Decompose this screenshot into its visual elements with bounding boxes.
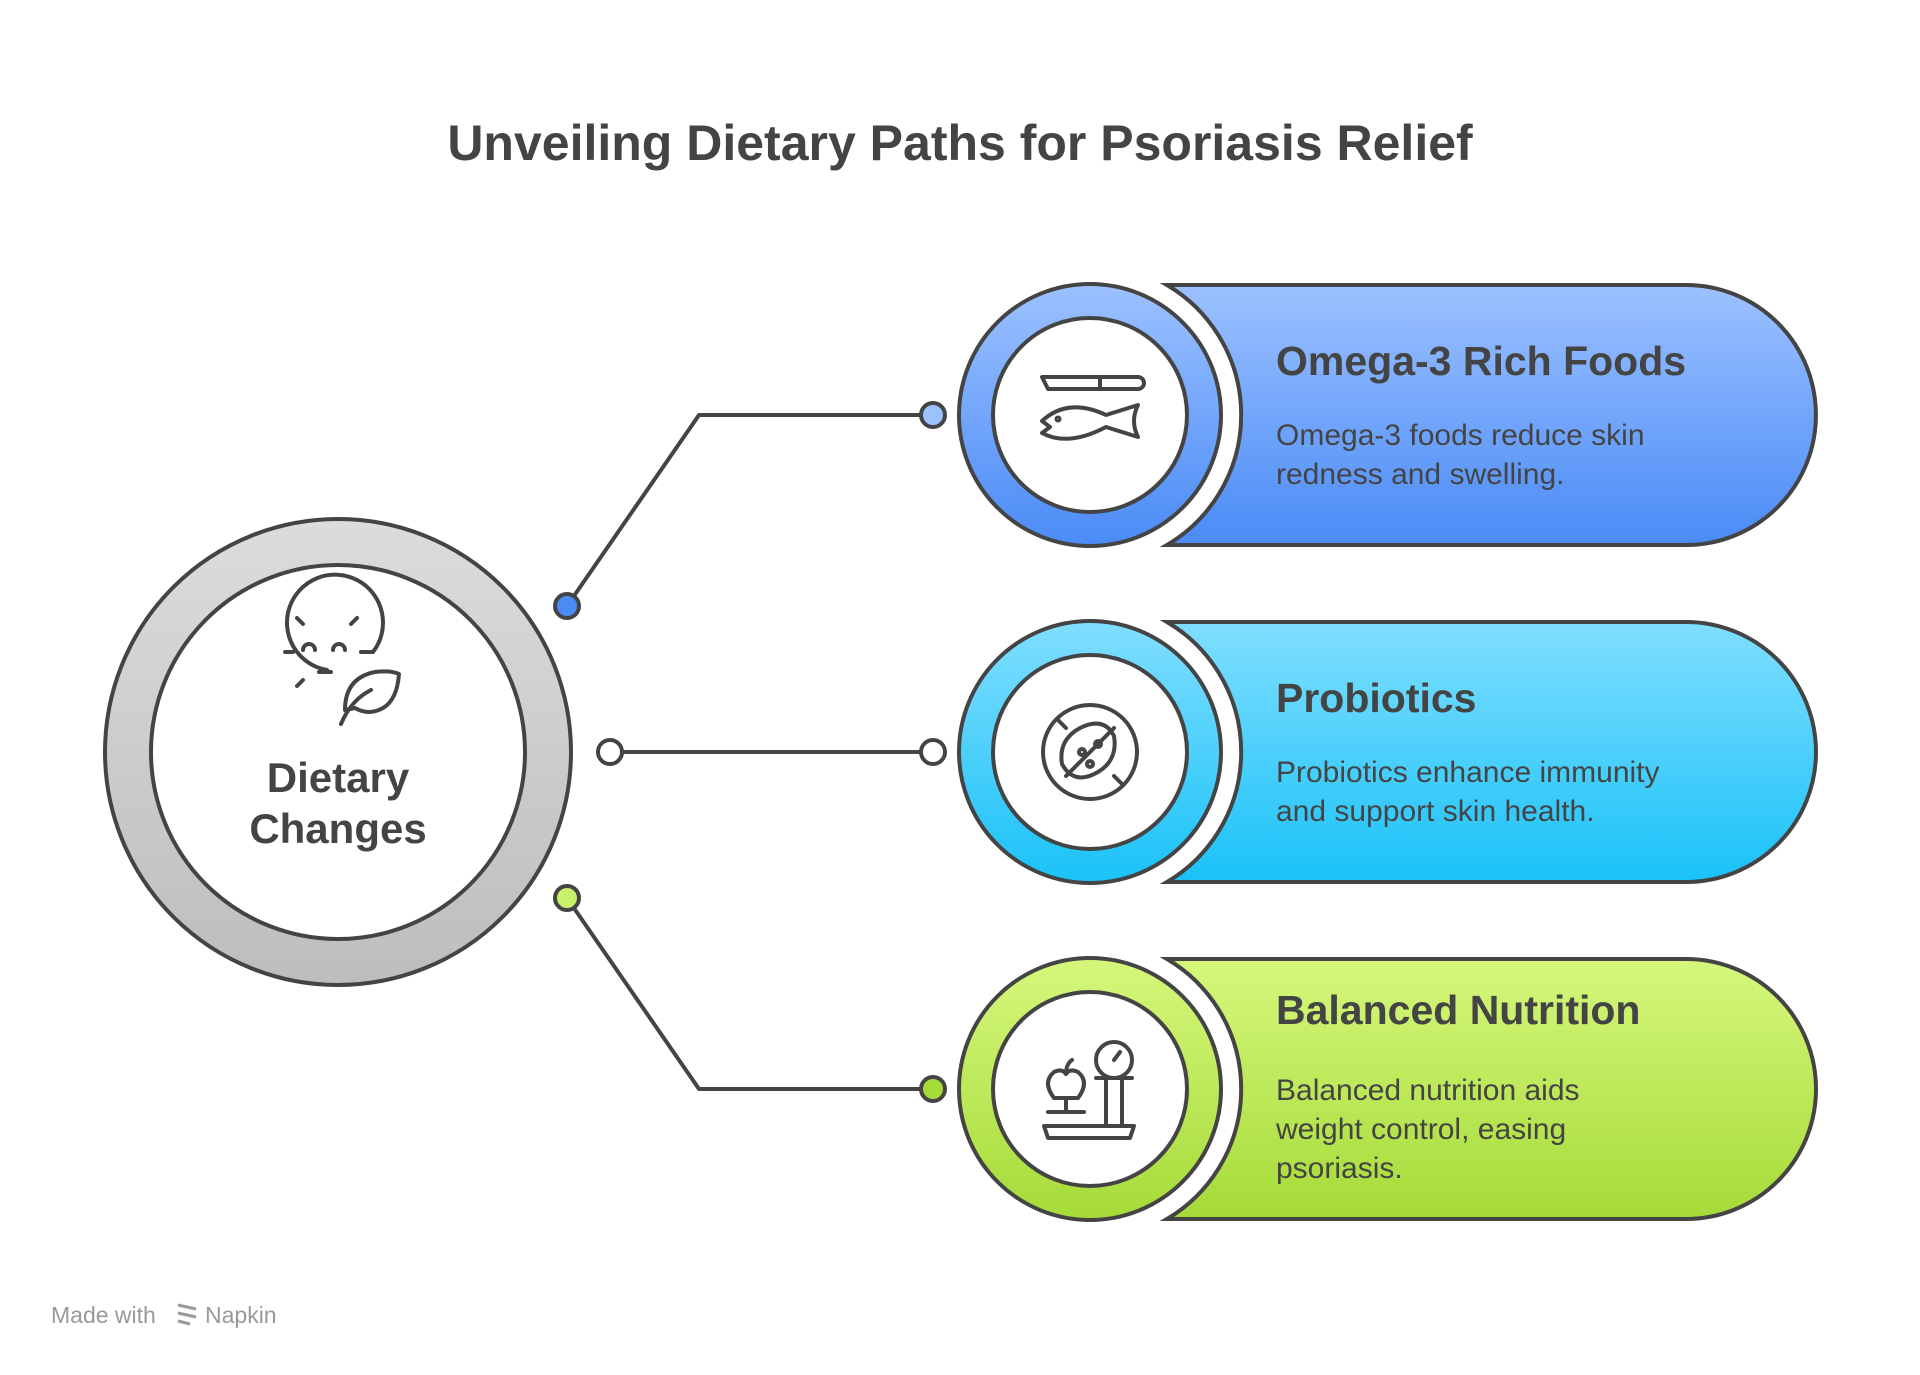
item-desc-line: Omega-3 foods reduce skin: [1276, 419, 1645, 452]
made-with-label: Made with: [51, 1302, 156, 1328]
connectors: [553, 401, 947, 1103]
connector-dot: [596, 738, 624, 766]
connector-dot: [919, 738, 947, 766]
item-title: Probiotics: [1276, 675, 1476, 721]
page-title: Unveiling Dietary Paths for Psoriasis Re…: [447, 115, 1473, 171]
center-label-line2: Changes: [249, 805, 426, 852]
item-desc-line: psoriasis.: [1276, 1152, 1403, 1185]
item-desc-line: redness and swelling.: [1276, 458, 1565, 491]
item-desc-line: and support skin health.: [1276, 795, 1595, 828]
item-balanced-nutrition: Balanced Nutrition Balanced nutrition ai…: [957, 956, 1818, 1222]
item-desc-line: weight control, easing: [1275, 1113, 1566, 1146]
bacteria-icon: [1041, 703, 1139, 801]
center-label-line1: Dietary: [267, 754, 410, 801]
item-desc-line: Balanced nutrition aids: [1276, 1074, 1580, 1107]
item-desc-line: Probiotics enhance immunity: [1276, 756, 1660, 789]
face-leaf-icon: [283, 572, 401, 726]
footer-attribution[interactable]: Made with Napkin: [51, 1302, 277, 1328]
napkin-logo-icon: [177, 1303, 197, 1326]
item-probiotics: Probiotics Probiotics enhance immunity a…: [957, 619, 1818, 885]
connector-line-nutrition: [565, 896, 935, 1091]
connector-dot: [553, 592, 581, 620]
connector-dot: [919, 1075, 947, 1103]
item-title: Balanced Nutrition: [1276, 987, 1640, 1033]
connector-line-omega: [565, 413, 935, 608]
connector-dot: [553, 884, 581, 912]
fish-icon: [1040, 375, 1146, 441]
connector-dot: [919, 401, 947, 429]
scale-apple-icon: [1042, 1040, 1136, 1140]
item-omega-3: Omega-3 Rich Foods Omega-3 foods reduce …: [957, 282, 1818, 548]
napkin-brand: Napkin: [205, 1302, 277, 1328]
item-title: Omega-3 Rich Foods: [1276, 338, 1686, 384]
center-node: Dietary Changes: [103, 517, 573, 987]
